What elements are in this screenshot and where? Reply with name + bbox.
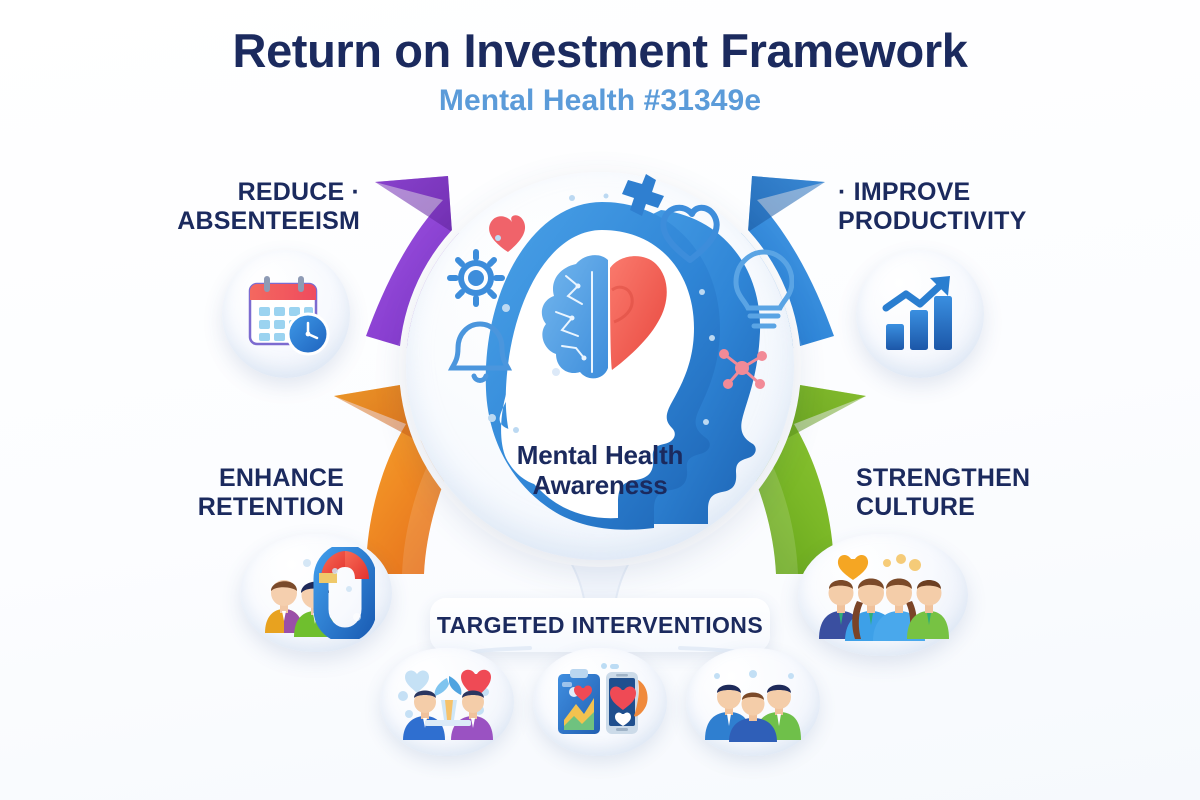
icon-bubble-counseling[interactable] xyxy=(380,648,514,756)
hub-caption: Mental Health Awareness xyxy=(406,440,794,501)
branch-label-reduce-absenteeism[interactable]: REDUCE · ABSENTEEISM xyxy=(120,178,360,236)
branch-label-line-2: RETENTION xyxy=(197,493,344,521)
puzzle-piece-icon xyxy=(622,174,664,216)
bell-icon xyxy=(447,321,513,383)
branch-label-improve-productivity[interactable]: · IMPROVE PRODUCTIVITY xyxy=(838,178,1088,236)
central-hub: Mental Health Awareness xyxy=(406,172,795,560)
plant-icon xyxy=(434,676,462,720)
header: Return on Investment Framework Mental He… xyxy=(0,26,1200,118)
person-one xyxy=(265,580,303,633)
targeted-interventions-card[interactable]: TARGETED INTERVENTIONS xyxy=(430,598,770,652)
branch-label-enhance-retention[interactable]: ENHANCE RETENTION xyxy=(118,464,344,522)
person-center xyxy=(729,692,777,742)
branch-label-line-2: ABSENTEEISM xyxy=(177,207,360,235)
molecule-icon xyxy=(719,349,767,389)
branch-label-line-1: STRENGTHEN xyxy=(856,464,1031,492)
icon-bubble-strengthen-culture[interactable] xyxy=(798,534,968,656)
brain-icon xyxy=(541,255,608,379)
hub-caption-line-1: Mental Health xyxy=(516,440,684,470)
branch-label-line-2: CULTURE xyxy=(856,493,975,521)
group-support-icon xyxy=(705,670,801,742)
clipboard-icon xyxy=(558,669,600,734)
branch-label-line-1: ENHANCE xyxy=(218,464,344,492)
heart-icon xyxy=(610,256,667,370)
person-left xyxy=(403,690,445,740)
team-group-icon xyxy=(819,554,949,641)
smartphone-icon xyxy=(606,672,638,734)
page-title: Return on Investment Framework xyxy=(232,24,968,77)
gear-icon xyxy=(447,249,505,307)
branch-label-strengthen-culture[interactable]: STRENGTHEN CULTURE xyxy=(856,464,1100,522)
page-subtitle: Mental Health #31349e xyxy=(438,84,762,118)
hub-illustration xyxy=(406,172,795,560)
lightbulb-icon xyxy=(733,249,795,329)
icon-bubble-enhance-retention[interactable] xyxy=(240,534,392,652)
people-magnet-icon xyxy=(265,547,375,639)
counseling-session-icon xyxy=(398,669,493,740)
branch-label-line-1: · IMPROVE xyxy=(838,178,971,206)
person-right xyxy=(451,690,493,740)
icon-bubble-reduce-absenteeism[interactable] xyxy=(222,250,350,378)
magnet-icon xyxy=(313,547,375,639)
icon-bubble-digital-tools[interactable] xyxy=(533,648,667,756)
icon-bubble-improve-productivity[interactable] xyxy=(856,250,984,378)
hub-caption-line-2: Awareness xyxy=(532,470,668,501)
heart-outline-icon xyxy=(660,204,720,263)
branch-label-line-2: PRODUCTIVITY xyxy=(838,207,1027,235)
targeted-interventions-label: TARGETED INTERVENTIONS xyxy=(436,611,764,638)
icon-bubble-group-support[interactable] xyxy=(686,648,820,756)
growth-bar-chart-icon xyxy=(882,276,952,350)
branch-label-line-1: REDUCE · xyxy=(237,178,360,206)
calendar-clock-icon xyxy=(248,276,330,356)
floating-heart-icon xyxy=(837,555,869,580)
heart-solid-icon xyxy=(489,215,526,252)
sparkle-dots-icon xyxy=(488,193,715,433)
team-member-4 xyxy=(907,580,949,639)
clipboard-phone-icon xyxy=(558,663,648,734)
